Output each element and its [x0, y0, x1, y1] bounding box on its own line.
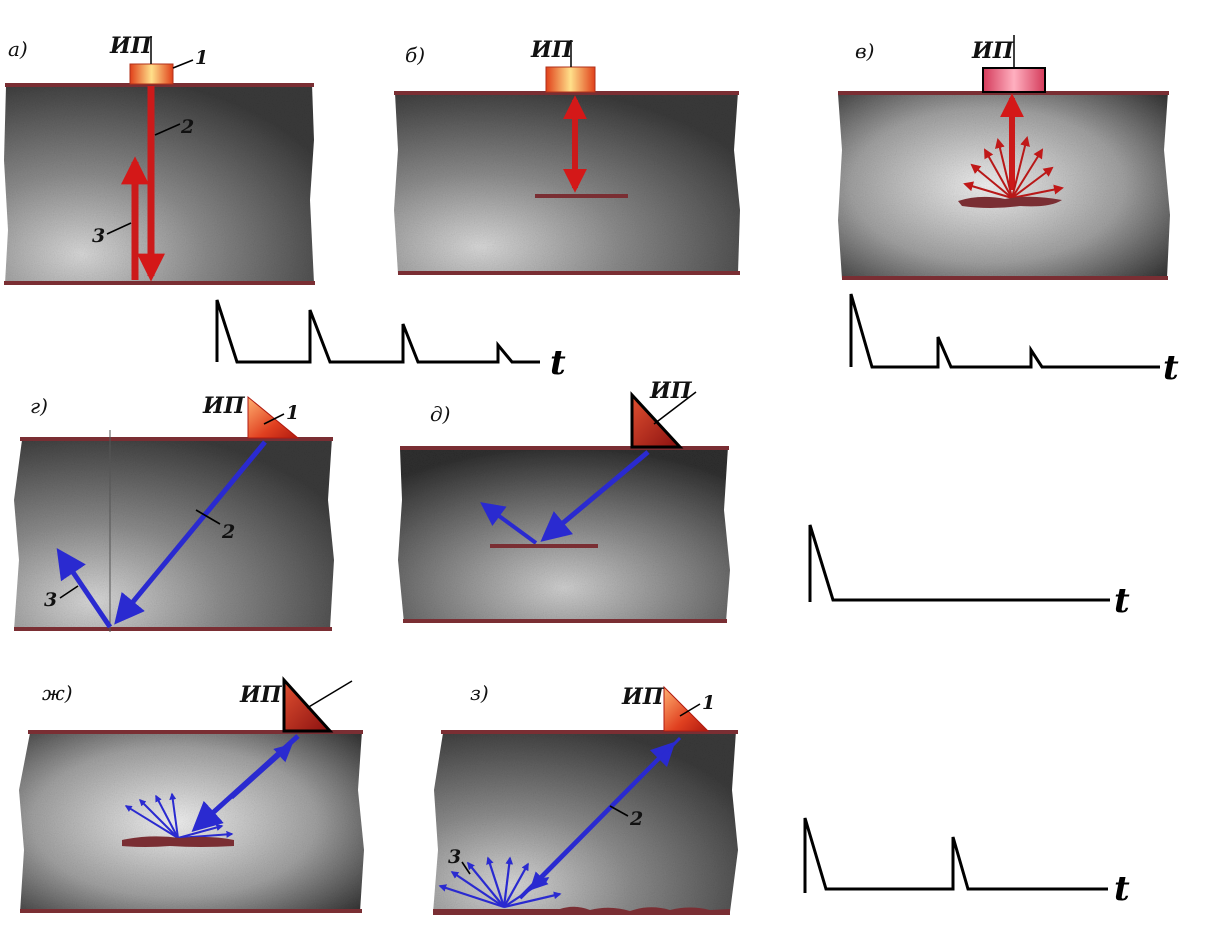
- panel-z-beam-return: [529, 736, 682, 891]
- oscillogram-2: t: [849, 293, 1179, 388]
- panel-z-top-surface: [441, 730, 738, 734]
- panel-a-probe-label: ИП: [109, 33, 153, 59]
- panel-v-probe: [982, 67, 1046, 93]
- oscillogram-1-axis-label: t: [550, 343, 566, 383]
- panel-d-beam-incident: [540, 450, 650, 542]
- panel-g-callout-1-leader: [263, 413, 285, 425]
- panel-z-callout-1: 1: [702, 692, 715, 714]
- panel-z-callout-2-leader: [609, 805, 629, 817]
- panel-v-bottom-surface: [842, 276, 1168, 280]
- panel-g-top-surface: [20, 437, 333, 441]
- panel-a: а) ИП 1 2 3: [4, 33, 315, 285]
- panel-a-callout-2: 2: [180, 116, 194, 138]
- panel-b-top-surface: [394, 91, 739, 95]
- panel-z: з) ИП 1 2 3: [433, 681, 738, 915]
- panel-zh-probe-label: ИП: [239, 682, 283, 708]
- panel-a-probe: [129, 63, 174, 85]
- panel-d-flat-defect: [490, 544, 598, 548]
- panel-z-scattered-beams: [438, 856, 562, 909]
- panel-v-probe-label: ИП: [971, 38, 1015, 64]
- panel-g-beam-incident: [114, 440, 267, 625]
- panel-d-probe-cable: [653, 391, 697, 425]
- panel-b-bottom-surface: [398, 271, 740, 275]
- panel-d-beam-reflected: [480, 502, 538, 545]
- panel-zh-bottom-surface: [20, 909, 362, 913]
- panel-z-callout-3: 3: [448, 846, 461, 868]
- panel-v-volumetric-defect: [958, 196, 1062, 208]
- panel-z-bottom-surface: [433, 906, 730, 915]
- panel-g-specimen: [14, 438, 334, 630]
- panel-a-callout-3: 3: [92, 225, 105, 247]
- oscillogram-4-axis-label: t: [1114, 869, 1130, 909]
- panel-g: г) ИП 1 2 3: [14, 393, 334, 632]
- panel-b-probe: [545, 66, 596, 93]
- oscillogram-1: t: [215, 299, 566, 383]
- panel-b: б) ИП: [394, 37, 740, 275]
- panel-z-probe: [663, 685, 710, 732]
- oscillogram-3: t: [808, 524, 1130, 621]
- panel-g-callout-2-leader: [195, 509, 221, 525]
- panel-g-label: г): [30, 394, 48, 418]
- panel-a-callout-2-leader: [154, 123, 181, 136]
- oscillogram-2-axis-label: t: [1163, 348, 1179, 388]
- panel-a-specimen: [4, 84, 314, 284]
- panel-d-bottom-surface: [403, 619, 727, 623]
- oscillogram-4: t: [803, 817, 1130, 909]
- panel-d-top-surface: [400, 446, 729, 450]
- panel-zh-probe: [282, 676, 334, 733]
- oscillogram-2-trace: [849, 293, 1160, 369]
- panel-a-bottom-surface: [4, 281, 315, 285]
- panel-zh-specimen: [19, 731, 364, 913]
- panel-d: д) ИП: [398, 378, 730, 623]
- panel-v: в) ИП: [838, 35, 1170, 280]
- panel-b-specimen: [394, 92, 740, 274]
- panel-g-callout-3-leader: [59, 585, 79, 599]
- oscillogram-3-axis-label: t: [1114, 581, 1130, 621]
- panel-d-probe-label: ИП: [649, 378, 693, 404]
- panel-d-probe: [630, 391, 684, 449]
- panel-zh-scattered-beams: [124, 792, 234, 839]
- panel-a-label: а): [8, 37, 28, 61]
- panel-g-callout-3: 3: [44, 589, 57, 611]
- panel-d-label: д): [430, 402, 450, 426]
- panel-a-callout-1-leader: [172, 59, 194, 69]
- panel-v-scattered-beams: [963, 136, 1064, 199]
- panel-a-top-surface: [5, 83, 314, 87]
- panel-b-probe-label: ИП: [530, 37, 574, 63]
- panel-g-probe: [247, 395, 300, 439]
- panel-zh-probe-cable: [306, 680, 353, 709]
- panel-a-callout-1: 1: [195, 47, 208, 69]
- panel-z-callout-3-leader: [461, 861, 471, 875]
- panel-v-label: в): [855, 39, 874, 63]
- panel-b-label: б): [405, 43, 425, 67]
- oscillogram-1-trace: [215, 299, 540, 364]
- panel-zh-beam-return: [230, 743, 293, 800]
- panel-z-callout-2: 2: [629, 808, 643, 830]
- panel-zh: ж) ИП: [19, 676, 364, 913]
- panel-zh-top-surface: [28, 730, 363, 734]
- panel-a-callout-3-leader: [106, 222, 132, 235]
- panel-g-beam-reflected: [56, 548, 113, 629]
- panel-z-label: з): [470, 681, 489, 705]
- panel-zh-label: ж): [42, 681, 73, 705]
- panel-zh-volumetric-defect: [122, 836, 234, 847]
- panel-b-flat-defect: [535, 194, 628, 198]
- panel-g-callout-1: 1: [286, 402, 299, 424]
- panel-d-specimen: [398, 447, 730, 623]
- panel-z-specimen: [433, 731, 738, 913]
- panel-g-probe-label: ИП: [202, 393, 246, 419]
- panel-g-callout-2: 2: [221, 521, 235, 543]
- panel-z-callout-1-leader: [679, 703, 701, 717]
- panel-g-bottom-surface: [14, 627, 332, 631]
- oscillogram-3-trace: [808, 524, 1110, 602]
- panel-z-probe-label: ИП: [621, 684, 665, 710]
- oscillogram-4-trace: [803, 817, 1108, 893]
